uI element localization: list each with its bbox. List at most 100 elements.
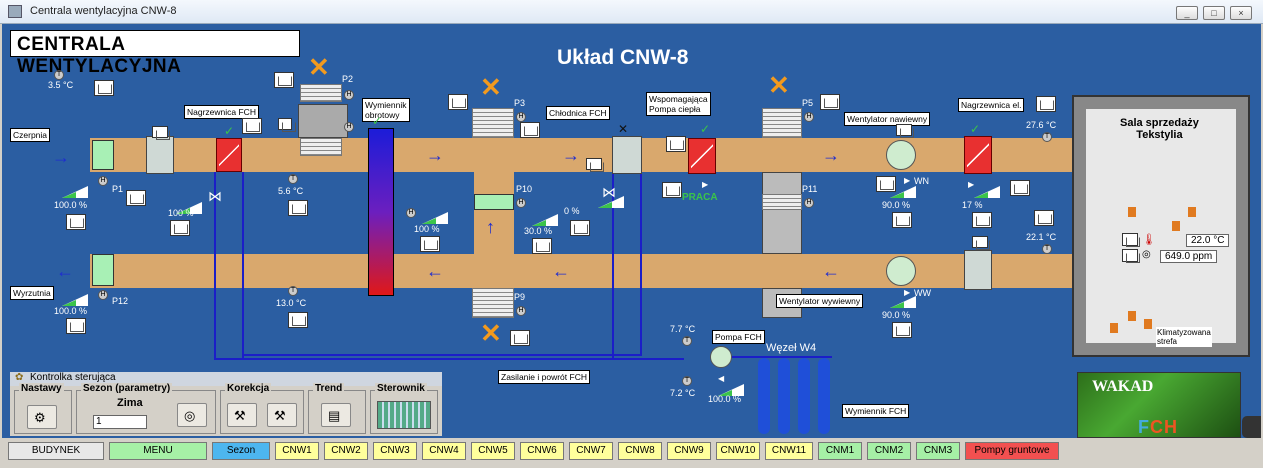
room-interior: Sala sprzedaży Tekstylia 🌡 22.0 °C ◎ 649… [1086, 109, 1236, 347]
p9-trend-button[interactable] [510, 330, 530, 346]
tab-cnm1[interactable]: CNM1 [818, 442, 862, 460]
thermometer-icon: 🌡 [1142, 234, 1156, 246]
season-apply-button[interactable]: ◎ [177, 403, 207, 427]
window-title: Centrala wentylacyjna CNW-8 [30, 5, 177, 17]
valve-heater-gauge-button[interactable] [170, 220, 190, 236]
pompa-ciepla-trend-button[interactable] [666, 136, 686, 152]
ww-gauge-button[interactable] [892, 322, 912, 338]
return-temp-sensor-icon: T [1042, 244, 1052, 254]
tab-cnw10[interactable]: CNW10 [716, 442, 760, 460]
room-temp-trend-button[interactable] [1122, 233, 1140, 247]
tab-cnm3[interactable]: CNM3 [916, 442, 960, 460]
tab-cnw3[interactable]: CNW3 [373, 442, 417, 460]
p10-gauge-button[interactable] [532, 238, 552, 254]
nagrzewnica-fch-trend-button[interactable] [242, 118, 262, 134]
ww-label: WW [914, 288, 931, 298]
nagrzewnica-el-trend-button[interactable] [1036, 96, 1056, 112]
header-box-title: CENTRALA WENTYLACYJNA [10, 30, 300, 77]
tab-cnw1[interactable]: CNW1 [275, 442, 319, 460]
p2-trend-button[interactable] [274, 72, 294, 88]
pompa-ramp-icon [718, 384, 744, 396]
return-filter-dp-button[interactable] [972, 236, 990, 250]
fch-supply-temp: 7.7 °C [670, 324, 696, 334]
wakad-fch-logo: WAKAD FCH [1077, 372, 1241, 438]
tab-cnm2[interactable]: CNM2 [867, 442, 911, 460]
tab-cnw4[interactable]: CNW4 [422, 442, 466, 460]
pompa-fch-label: Pompa FCH [712, 330, 765, 344]
filter-dp-button[interactable] [152, 126, 170, 140]
p12-label: P12 [112, 296, 129, 306]
went-nawiewny-label: Wentylator nawiewny [844, 112, 931, 126]
tab-cnw11[interactable]: CNW11 [765, 442, 813, 460]
season-spinner[interactable]: 1 [93, 415, 147, 429]
p10-percent: 30.0 % [524, 226, 553, 236]
korekcja-button-1[interactable]: ⚒ [227, 403, 257, 427]
p3-gauge-button[interactable] [520, 122, 540, 138]
trend-group: Trend ▤ [308, 383, 366, 434]
room-co2-trend-button[interactable] [1122, 249, 1140, 263]
after-heater-trend-button[interactable] [288, 200, 308, 216]
p1-gauge-button[interactable] [66, 214, 86, 230]
p1-label: P1 [112, 184, 124, 194]
trend-button[interactable]: ▤ [321, 403, 351, 427]
p3-trend-button[interactable] [448, 94, 468, 110]
czerpnia-label: Czerpnia [10, 128, 51, 142]
app-icon [8, 5, 22, 18]
p2-dp-button[interactable] [278, 118, 296, 132]
wymiennik-gauge-button[interactable] [420, 236, 440, 252]
after-heater-temp: 5.6 °C [278, 186, 304, 196]
valve-heater-percent: 100 % [168, 208, 194, 218]
p12-gauge-button[interactable] [66, 318, 86, 334]
maximize-button[interactable]: □ [1203, 6, 1225, 20]
wn-dp-button[interactable] [896, 124, 914, 138]
p12-ramp-icon [62, 294, 88, 306]
pompa-ciepla-gauge-button[interactable] [662, 182, 682, 198]
exhaust-out-trend-button[interactable] [288, 312, 308, 328]
co2-sensor-icon: ◎ [1142, 249, 1151, 260]
tab-cnw5[interactable]: CNW5 [471, 442, 515, 460]
heat-arrow-1-icon [1128, 207, 1136, 217]
pompa-ciepla-ok-check-icon: ✓ [700, 122, 711, 136]
heater-fch-icon [216, 138, 242, 172]
side-panel-handle[interactable] [1242, 416, 1261, 438]
tab-cnw7[interactable]: CNW7 [569, 442, 613, 460]
exhaust-outlet-icon [92, 254, 114, 286]
outdoor-trend-button[interactable] [94, 80, 114, 96]
tab-cnw8[interactable]: CNW8 [618, 442, 662, 460]
tab-cnw2[interactable]: CNW2 [324, 442, 368, 460]
tab-pompy-gruntowe[interactable]: Pompy gruntowe [965, 442, 1059, 460]
nastawy-group: Nastawy ⚙ [14, 383, 72, 434]
wn-gauge-button[interactable] [892, 212, 912, 228]
korekcja-button-2[interactable]: ⚒ [267, 403, 297, 427]
pipe-cooler [612, 172, 614, 358]
tab-budynek[interactable]: BUDYNEK [8, 442, 104, 460]
minimize-button[interactable]: _ [1176, 6, 1198, 20]
return-trend-button[interactable] [1034, 210, 1054, 226]
valve-heater-ramp-icon [176, 202, 202, 214]
close-button[interactable]: × [1230, 6, 1252, 20]
heater-el-gauge-button[interactable] [972, 212, 992, 228]
p9-damper-icon [472, 288, 514, 318]
heater-el-percent: 17 % [962, 200, 983, 210]
intake-filter-icon [92, 140, 114, 170]
tab-menu[interactable]: MENU [109, 442, 207, 460]
heat-arrow-4-icon [1128, 311, 1136, 321]
controller-button[interactable] [377, 401, 431, 429]
p2-damper-icon [300, 84, 342, 102]
p11-housing-icon [762, 172, 802, 254]
tab-cnw6[interactable]: CNW6 [520, 442, 564, 460]
p1-trend-button[interactable] [126, 190, 146, 206]
valve-chlodnica-gauge-button[interactable] [570, 220, 590, 236]
tab-sezon[interactable]: Sezon [212, 442, 270, 460]
tab-cnw9[interactable]: CNW9 [667, 442, 711, 460]
p3-sensor-icon: H [516, 112, 526, 122]
wymiennik-ok-check-icon: ✓ [372, 114, 383, 128]
chlodnica-trend-button[interactable] [586, 158, 604, 172]
nastawy-button[interactable]: ⚙ [27, 405, 57, 429]
room-zone-label: Klimatyzowana strefa [1156, 327, 1212, 347]
outdoor-temp: 3.5 °C [48, 80, 74, 90]
wn-ramp-icon [890, 186, 916, 198]
p2-label: P2 [342, 74, 354, 84]
heater-el-trend-button[interactable] [1010, 180, 1030, 196]
p5-trend-button[interactable] [820, 94, 840, 110]
